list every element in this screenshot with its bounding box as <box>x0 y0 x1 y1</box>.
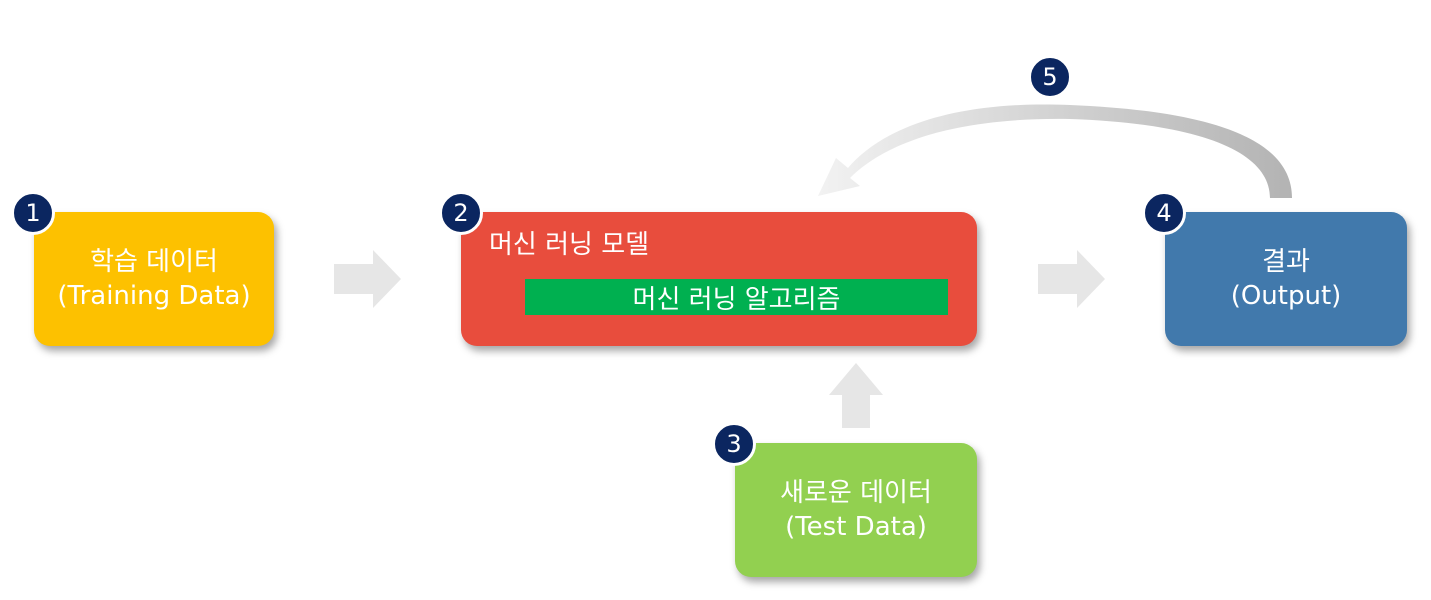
test-data-sublabel: (Test Data) <box>785 512 927 542</box>
step-badge-5: 5 <box>1028 55 1072 99</box>
step-badge-1: 1 <box>11 191 55 235</box>
training-data-sublabel: (Training Data) <box>57 281 251 311</box>
test-data-box: 새로운 데이터 (Test Data) <box>735 443 977 577</box>
output-label: 결과 <box>1262 247 1310 277</box>
arrow-training-to-model <box>334 250 401 308</box>
step-badge-3: 3 <box>712 422 756 466</box>
ml-algorithm-label: 머신 러닝 알고리즘 <box>632 284 841 315</box>
training-data-box: 학습 데이터 (Training Data) <box>34 212 274 346</box>
test-data-label: 새로운 데이터 <box>780 478 932 508</box>
output-sublabel: (Output) <box>1230 281 1342 311</box>
ml-algorithm-bar: 머신 러닝 알고리즘 <box>525 279 948 315</box>
ml-model-box: 머신 러닝 모델 머신 러닝 알고리즘 <box>461 212 977 346</box>
step-badge-2: 2 <box>439 191 483 235</box>
ml-model-title: 머신 러닝 모델 <box>489 230 650 260</box>
arrow-model-to-output <box>1038 250 1105 308</box>
step-badge-4: 4 <box>1142 191 1186 235</box>
arrow-test-to-model <box>829 363 883 428</box>
arrow-feedback-curve <box>818 104 1292 198</box>
output-box: 결과 (Output) <box>1165 212 1407 346</box>
training-data-label: 학습 데이터 <box>90 247 218 277</box>
